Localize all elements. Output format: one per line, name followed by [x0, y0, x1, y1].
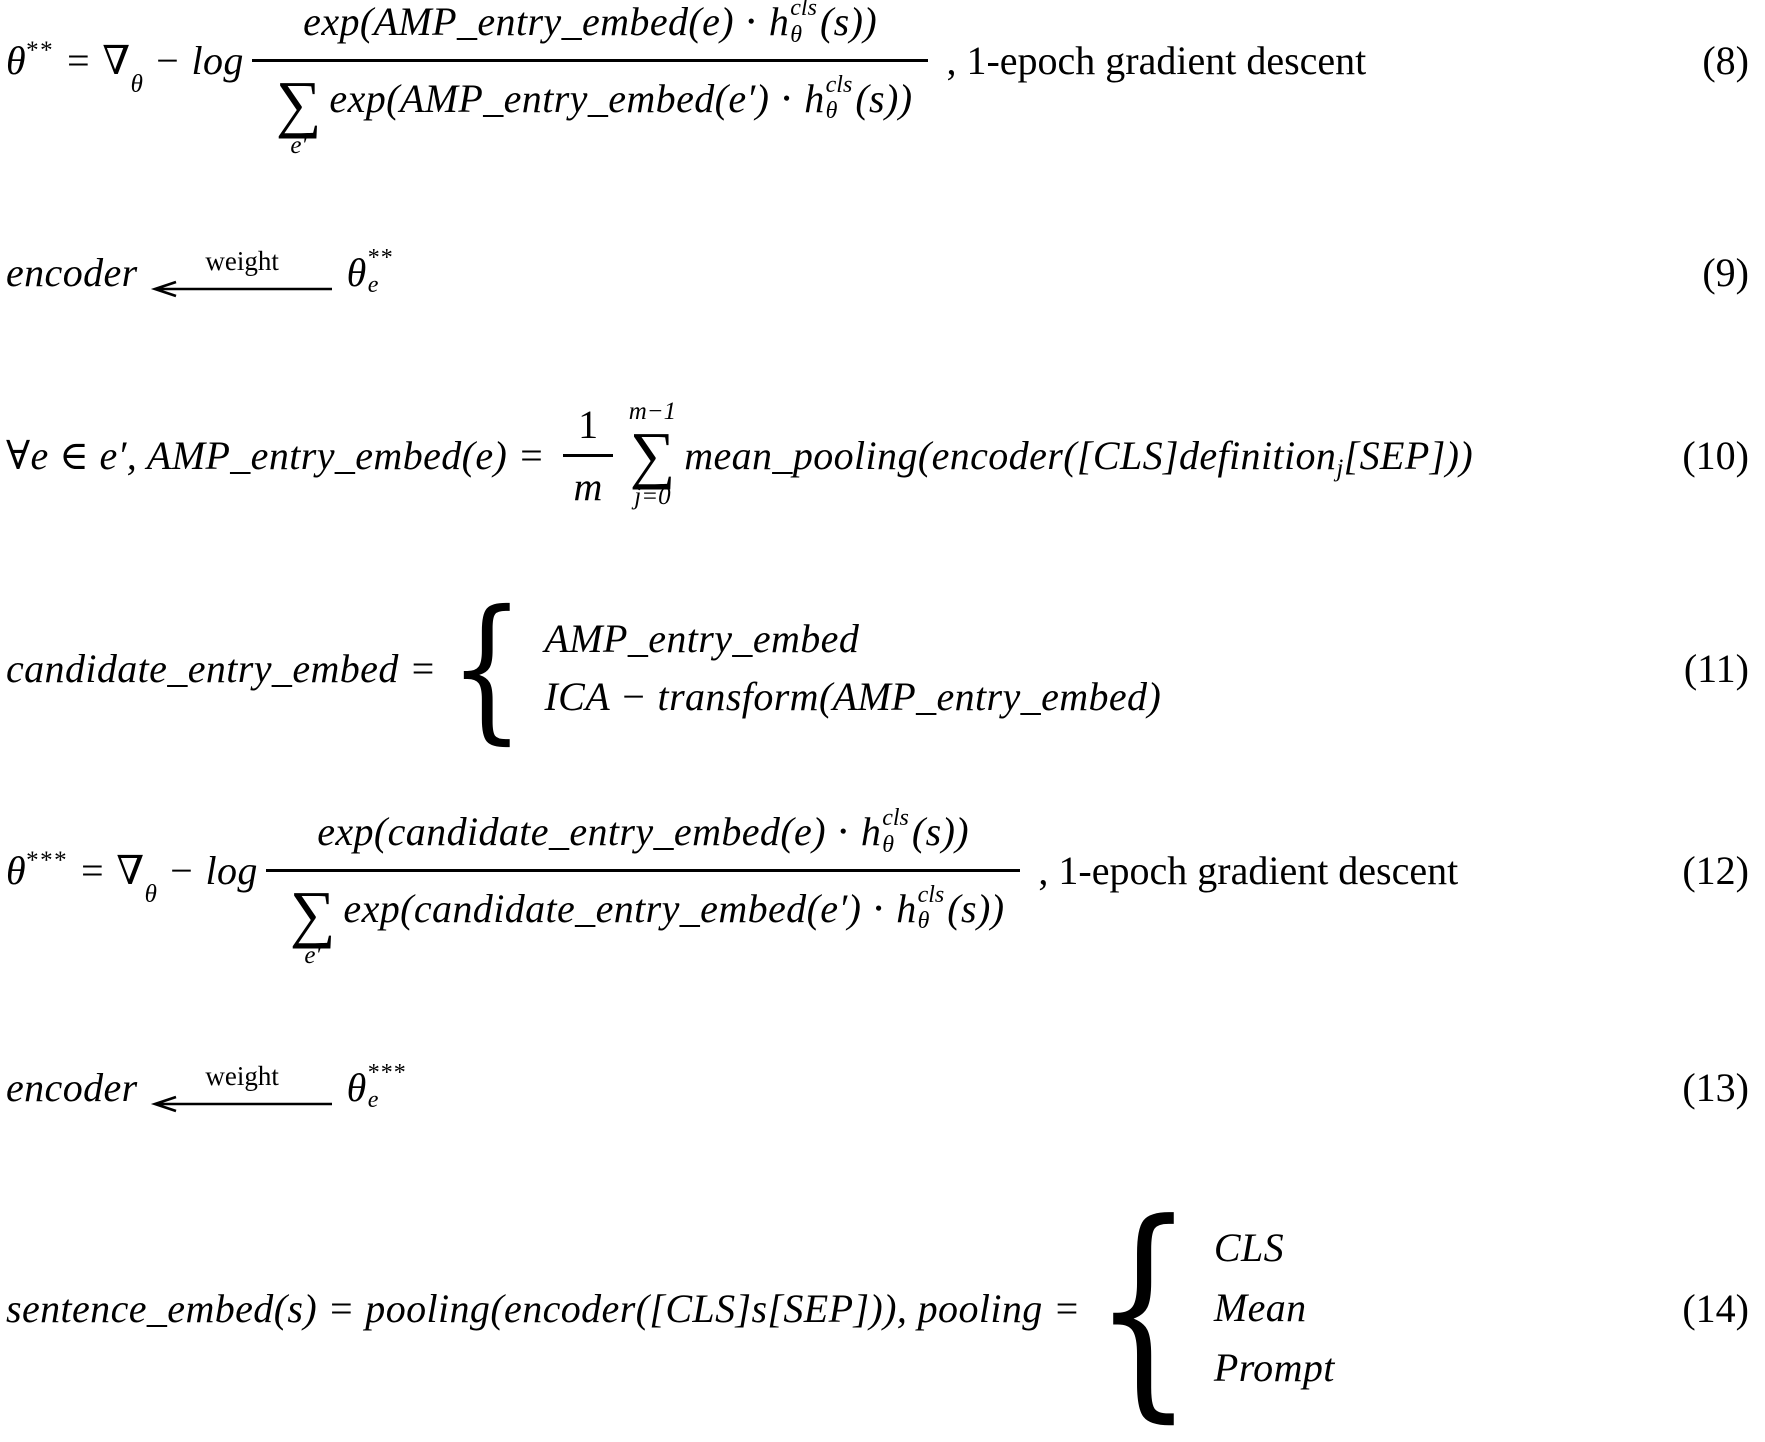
equation-9: encoder weight θ **e (9)	[0, 212, 1765, 332]
eq9-arrow-label: weight	[205, 246, 279, 277]
eq8-theta: θ**	[6, 36, 55, 83]
eq11-case-1: AMP_entry_embed	[544, 616, 860, 661]
eq12-theta: θ***	[6, 846, 69, 893]
equation-10: ∀e ∈ e′, AMP_entry_embed(e) = 1 m m−1 ∑ …	[0, 365, 1765, 545]
equation-13: encoder weight θ ***e (13)	[0, 1027, 1765, 1147]
eq9-theta-supsub: **e	[367, 245, 394, 298]
eq10-body-post: [SEP]))	[1343, 432, 1474, 478]
eq14-case-1: CLS	[1213, 1225, 1284, 1270]
eq9-theta: θ	[346, 249, 367, 295]
eq13-number: (13)	[1682, 1064, 1749, 1110]
equation-11: candidate_entry_embed = { AMP_entry_embe…	[0, 583, 1765, 753]
eq8-tail-text: , 1-epoch gradient descent	[936, 37, 1367, 83]
left-brace-icon: {	[1093, 1172, 1194, 1442]
eq14-case-2: Mean	[1213, 1285, 1307, 1330]
eq9-weight-arrow: weight	[150, 245, 335, 299]
eq14-number: (14)	[1682, 1285, 1749, 1331]
eq11-cases: { AMP_entry_embed ICA − transform(AMP_en…	[447, 590, 1161, 746]
eq8-sum-operator: ∑ e′	[275, 67, 322, 160]
eq11-number: (11)	[1683, 645, 1749, 691]
eq8-minus-log: − log	[143, 37, 244, 83]
eq10-definition-sub: j	[1336, 455, 1344, 482]
eq12-nabla-sub: θ	[144, 881, 158, 908]
eq8-number: (8)	[1702, 37, 1749, 83]
eq10-sum-operator: m−1 ∑ j=0	[628, 398, 677, 511]
equation-14: sentence_embed(s) = pooling(encoder([CLS…	[0, 1188, 1765, 1428]
eq10-number: (10)	[1682, 432, 1749, 478]
eq8-theta-sup: **	[26, 36, 55, 64]
sigma-sum-icon: ∑	[289, 877, 336, 949]
eq12-sum-operator: ∑ e′	[289, 877, 336, 970]
eq12-theta-sup: ***	[26, 846, 69, 874]
eq10-lead: ∀e ∈ e′, AMP_entry_embed(e) =	[6, 432, 556, 478]
eq12-number: (12)	[1682, 847, 1749, 893]
left-arrow-icon	[150, 1095, 332, 1113]
eq8-nabla-sub: θ	[130, 71, 144, 98]
eq14-lhs: sentence_embed(s) = pooling(encoder([CLS…	[6, 1285, 1091, 1331]
sigma-sum-icon: ∑	[275, 67, 322, 139]
eq11-lhs: candidate_entry_embed =	[6, 645, 447, 691]
eq12-tail-text: , 1-epoch gradient descent	[1028, 847, 1459, 893]
eq10-one-over-m: 1 m	[563, 401, 613, 510]
eq13-theta-supsub: ***e	[367, 1060, 407, 1113]
eq9-number: (9)	[1702, 249, 1749, 295]
sigma-sum-icon: ∑	[629, 418, 676, 490]
eq12-equals-nabla: = ∇	[68, 847, 145, 893]
eq11-case-2: ICA − transform(AMP_entry_embed)	[544, 674, 1162, 719]
eq14-case-list: CLS Mean Prompt	[1214, 1218, 1335, 1398]
eq11-case-list: AMP_entry_embed ICA − transform(AMP_entr…	[544, 610, 1161, 726]
eq14-case-3: Prompt	[1213, 1345, 1335, 1390]
eq14-cases: { CLS Mean Prompt	[1091, 1192, 1335, 1423]
equation-8: θ** = ∇ θ − log exp(AMP_entry_embed(e) ⋅…	[0, 0, 1765, 159]
eq10-body: mean_pooling(encoder([CLS]definition	[684, 432, 1337, 478]
equation-12: θ*** = ∇ θ − log exp(candidate_entry_emb…	[0, 785, 1765, 969]
eq13-encoder: encoder	[6, 1064, 138, 1110]
eq9-encoder: encoder	[6, 249, 138, 295]
eq12-minus-log: − log	[157, 847, 258, 893]
eq13-theta: θ	[346, 1064, 367, 1110]
eq13-weight-arrow: weight	[150, 1060, 335, 1114]
left-arrow-icon	[150, 280, 332, 298]
left-brace-icon: {	[448, 577, 525, 759]
eq13-arrow-label: weight	[205, 1061, 279, 1092]
eq12-denominator: ∑ e′ exp(candidate_entry_embed(e′) ⋅ h c…	[265, 868, 1021, 969]
eq8-equals-nabla: = ∇	[54, 37, 131, 83]
